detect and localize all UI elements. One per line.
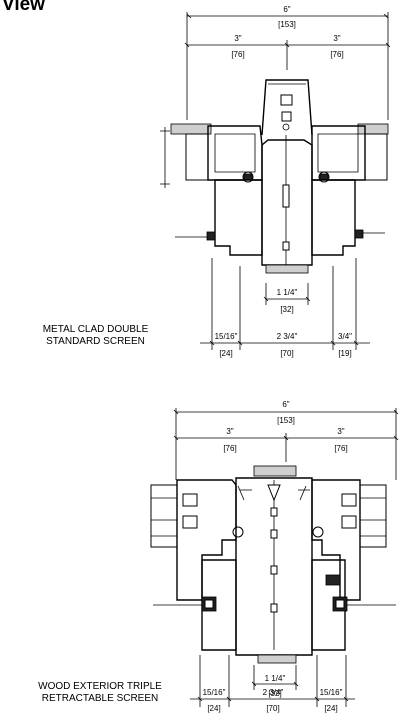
bottom-left-frame	[150, 479, 252, 651]
top-center-post	[261, 79, 313, 136]
top-left-frame	[160, 123, 263, 188]
bottom-left-offset-mm: [24]	[207, 704, 220, 713]
bottom-section: 6" [153] 3" [76] 3" [76]	[150, 400, 399, 713]
bottom-right-frame	[298, 479, 396, 651]
top-overall-width-mm: [153]	[278, 20, 296, 29]
bottom-caption-line1: WOOD EXTERIOR TRIPLE	[38, 681, 162, 692]
top-right-offset-mm: [19]	[338, 349, 351, 358]
top-center-width-mm: [70]	[280, 349, 293, 358]
bottom-center-small: 1 1/4"	[265, 674, 286, 683]
top-left-offset: 15/16"	[215, 332, 238, 341]
bottom-center-width-mm: [70]	[266, 704, 279, 713]
top-overall-width: 6"	[283, 5, 290, 14]
top-center-small-mm: [32]	[280, 305, 293, 314]
bottom-right-offset-mm: [24]	[324, 704, 337, 713]
top-center-width: 2 3/4"	[277, 332, 298, 341]
bottom-caption: WOOD EXTERIOR TRIPLE RETRACTABLE SCREEN	[5, 681, 195, 705]
bottom-center-small-mm: [32]	[268, 689, 281, 698]
bottom-half-right-mm: [76]	[334, 444, 347, 453]
bottom-half-left-mm: [76]	[223, 444, 236, 453]
top-caption-line2: STANDARD SCREEN	[46, 336, 145, 347]
bottom-center-post	[235, 465, 313, 664]
bottom-right-offset: 15/16"	[320, 688, 343, 697]
top-lower-frames	[175, 179, 385, 274]
bottom-overall-width: 6"	[282, 400, 289, 409]
top-caption: METAL CLAD DOUBLE STANDARD SCREEN	[18, 324, 173, 348]
page-title: View	[2, 0, 45, 15]
top-center-small: 1 1/4"	[277, 288, 298, 297]
top-bottom-dimension-lines	[200, 258, 370, 350]
bottom-caption-line2: RETRACTABLE SCREEN	[41, 693, 159, 704]
top-right-frame	[311, 123, 389, 183]
top-half-right-mm: [76]	[330, 50, 343, 59]
bottom-half-right: 3"	[337, 427, 344, 436]
top-caption-line1: METAL CLAD DOUBLE	[42, 324, 149, 335]
top-half-right: 3"	[333, 34, 340, 43]
top-left-offset-mm: [24]	[219, 349, 232, 358]
bottom-overall-width-mm: [153]	[277, 416, 295, 425]
bottom-left-offset: 15/16"	[203, 688, 226, 697]
top-center-unit	[261, 135, 313, 266]
top-right-offset: 3/4"	[338, 332, 352, 341]
top-half-left: 3"	[234, 34, 241, 43]
bottom-bottom-dimension-lines	[190, 655, 355, 707]
top-dimension-lines	[184, 12, 391, 120]
top-half-left-mm: [76]	[231, 50, 244, 59]
bottom-half-left: 3"	[226, 427, 233, 436]
bottom-dimension-lines	[173, 408, 399, 480]
top-section: 6" [153] 3" [76] 3" [76]	[160, 5, 391, 358]
bottom-center-width: 2 3/4"	[263, 688, 284, 697]
